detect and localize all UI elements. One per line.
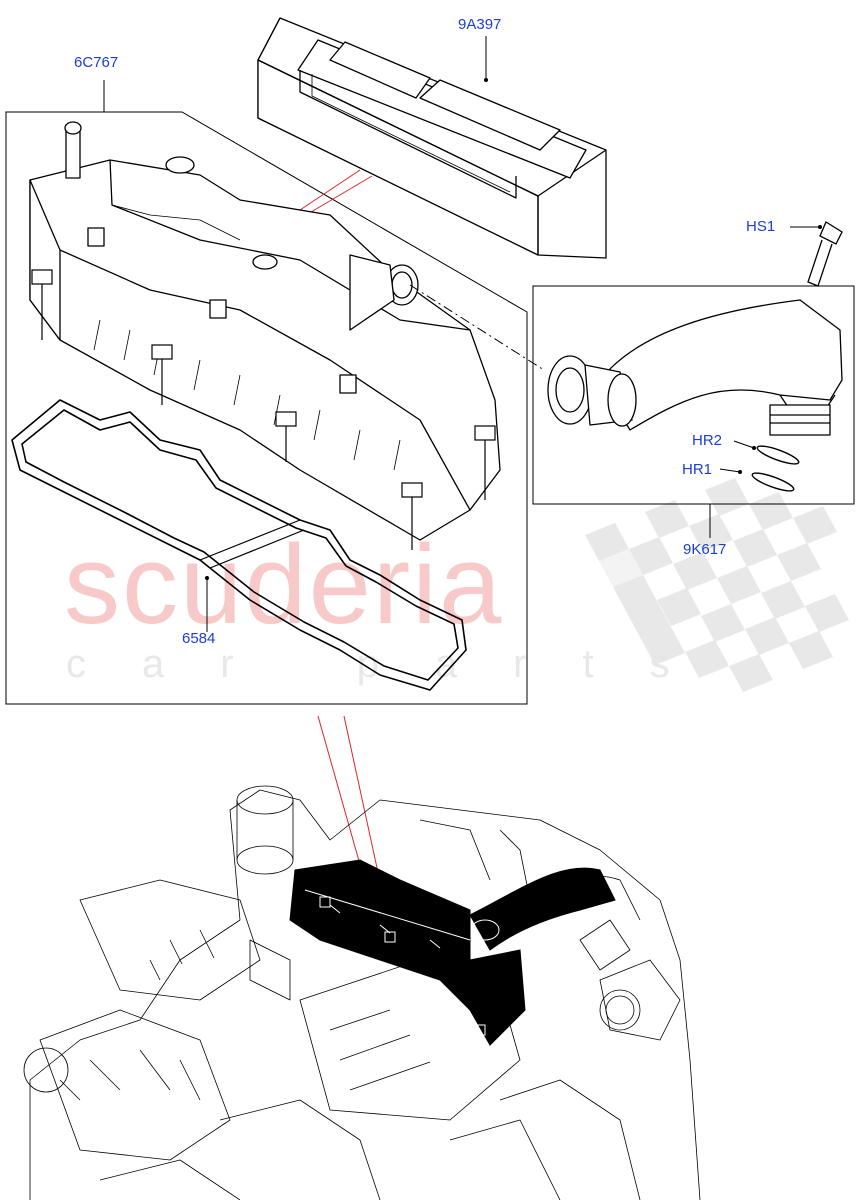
callout-6c767[interactable]: 6C767 [74, 54, 119, 71]
callout-9a397[interactable]: 9A397 [458, 16, 502, 33]
highlighted-valve-cover [289, 859, 616, 1046]
bolt-hs1-part [807, 221, 843, 287]
checkered-flag-watermark [585, 478, 849, 692]
callout-hr2[interactable]: HR2 [692, 432, 723, 449]
highlighted-details [304, 889, 500, 1036]
breather-hose-part [547, 299, 843, 436]
valve-cover-part [29, 121, 501, 541]
callout-hs1[interactable]: HS1 [746, 218, 776, 235]
callout-9k617[interactable]: 9K617 [683, 541, 727, 558]
valve-cover-gasket-part [11, 399, 467, 691]
valve-cover-frame [5, 80, 528, 705]
valve-cover-bolts [31, 269, 496, 550]
engine-cover-part [257, 17, 607, 259]
engine-overview-drawing [23, 785, 701, 1200]
hose-assembly-frame [532, 285, 855, 505]
callout-hr1[interactable]: HR1 [682, 461, 713, 478]
callout-6584[interactable]: 6584 [182, 630, 216, 647]
o-rings-part [751, 445, 800, 492]
